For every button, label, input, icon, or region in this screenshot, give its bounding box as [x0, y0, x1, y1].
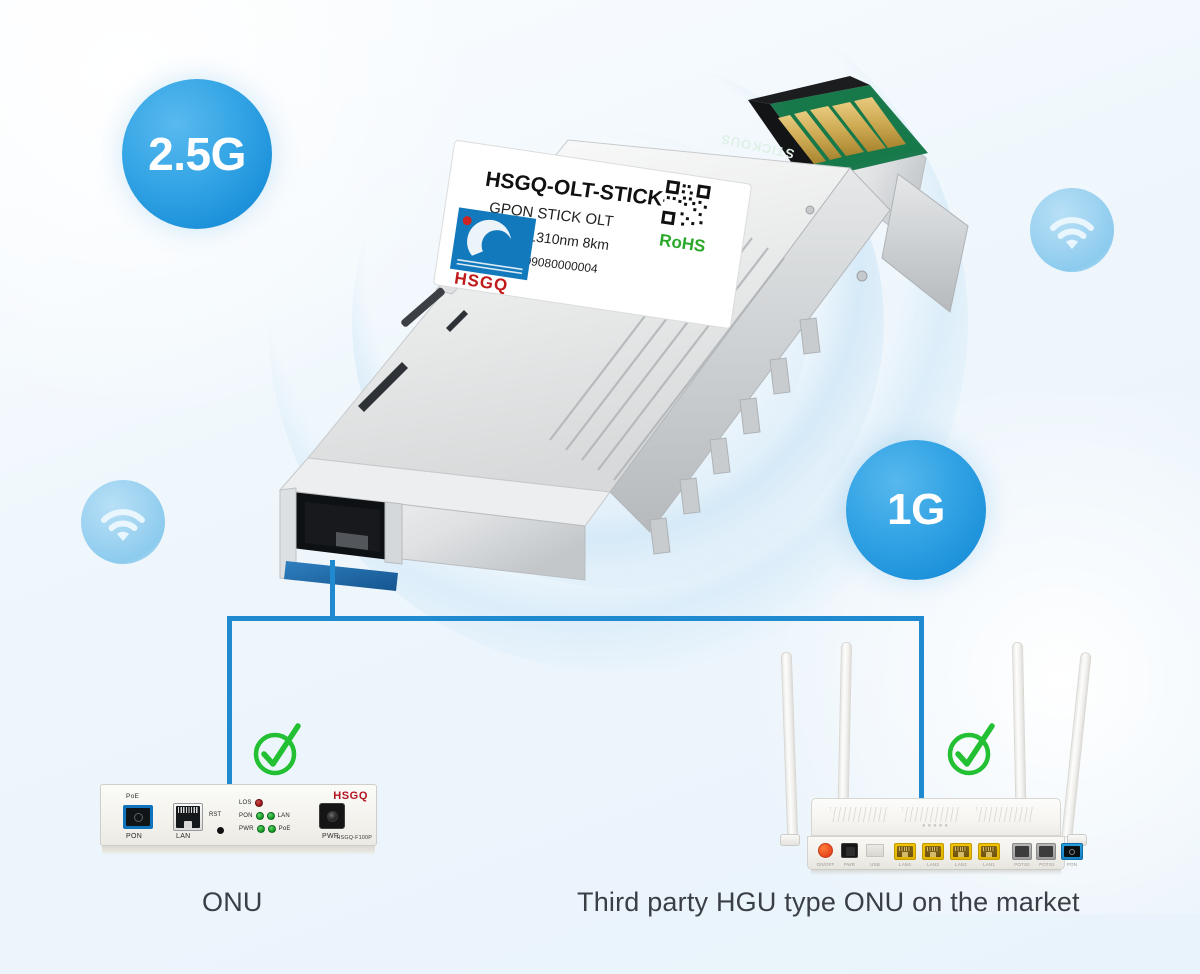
- rj11-icon: [1015, 846, 1029, 857]
- onu-poe-label: PoE: [126, 793, 140, 800]
- badge-speed-2-5g: 2.5G: [122, 79, 272, 229]
- router-label-usb: USB: [870, 862, 880, 867]
- wifi-icon: [101, 509, 145, 541]
- onu-reset-label: RST: [209, 812, 221, 818]
- badge-wifi-right: [1030, 188, 1114, 272]
- router-label-onoff: ON/OFF: [816, 862, 835, 867]
- gpon-stick-olt-module[interactable]: STICKOUS: [250, 40, 970, 600]
- onu-pwr-label: PWR: [322, 833, 340, 840]
- rj45-icon: [953, 846, 969, 857]
- module-side-teeth: [649, 317, 821, 555]
- router-rear-panel: ON/OFF PWR USB LAN4 LAN3 LAN2 LAN1: [807, 836, 1083, 870]
- router-port-usb[interactable]: [866, 844, 884, 857]
- sc-ferrule-icon: [1069, 848, 1075, 855]
- router-port-lan4[interactable]: [894, 843, 916, 860]
- onu-led-label-los: LOS: [239, 800, 252, 806]
- connector-line-bus: [227, 616, 924, 621]
- onu-lan-label: LAN: [176, 833, 191, 840]
- router-label-pwr: PWR: [843, 862, 856, 867]
- router-port-pon[interactable]: [1061, 843, 1083, 860]
- onu-device[interactable]: HSGQ PoE PON LAN RST LOS PON: [100, 784, 377, 857]
- badge-speed-1g: 1G: [846, 440, 986, 580]
- badge-speed-2-5g-label: 2.5G: [148, 128, 246, 180]
- onu-led-label-lan: LAN: [277, 813, 290, 819]
- onu-led-row-pon-lan: PON LAN: [239, 812, 290, 820]
- router-vent-right: [976, 807, 1034, 822]
- router-antenna-hinge-1: [780, 834, 800, 846]
- router-port-pots2[interactable]: [1012, 843, 1032, 860]
- router-label-pots1: POTS1: [1039, 862, 1055, 867]
- connector-line-from-module: [330, 560, 335, 620]
- router-logo-text: ●●●●●: [921, 823, 951, 829]
- rj45-icon: [925, 846, 941, 857]
- router-label-pots2: POTS2: [1014, 862, 1030, 867]
- onu-pon-label: PON: [126, 833, 143, 840]
- router-port-lan2[interactable]: [950, 843, 972, 860]
- router-label-lan3: LAN3: [927, 862, 939, 867]
- router-top-shell: ●●●●●: [811, 798, 1061, 836]
- dc-jack-icon: [326, 810, 338, 822]
- router-label-pon: PON: [1066, 862, 1078, 867]
- router-port-lan1[interactable]: [978, 843, 1000, 860]
- router-antenna-1: [780, 651, 799, 839]
- router-label-lan2: LAN2: [955, 862, 967, 867]
- onu-reset-button[interactable]: [217, 827, 224, 834]
- module-screw-2: [805, 205, 815, 215]
- router-vent-left: [830, 807, 888, 822]
- router-port-lan3[interactable]: [922, 843, 944, 860]
- rj45-icon: [897, 846, 913, 857]
- hgu-router-device[interactable]: ●●●●● ON/OFF PWR USB LAN4 LAN3 LAN2: [775, 618, 1095, 875]
- module-front-cage: [279, 487, 403, 581]
- sc-optical-icon: [1064, 846, 1080, 857]
- onu-port-pon-inner: [126, 808, 150, 826]
- router-vent-grilles: [828, 807, 1046, 822]
- onu-led-row-los: LOS: [239, 799, 263, 807]
- onu-led-los: [254, 799, 263, 807]
- connector-line-to-router: [919, 616, 924, 841]
- check-circle-icon: [947, 723, 995, 776]
- rj45-icon: [981, 846, 997, 857]
- router-label-lan4: LAN4: [899, 862, 911, 867]
- router-port-onoff[interactable]: [818, 843, 833, 858]
- onu-led-pon: [255, 812, 264, 820]
- wifi-icon: [1050, 217, 1094, 249]
- router-label-lan1: LAN1: [983, 862, 995, 867]
- onu-port-power[interactable]: [319, 803, 345, 829]
- onu-led-label-poe: PoE: [278, 826, 291, 832]
- router-base-shadow: [811, 869, 1061, 875]
- module-top-slots: [358, 310, 468, 412]
- router-vent-center: [902, 807, 960, 822]
- caption-hgu-router: Third party HGU type ONU on the market: [577, 887, 1080, 917]
- onu-chassis: HSGQ PoE PON LAN RST LOS PON: [100, 784, 377, 846]
- onu-port-pon[interactable]: [123, 805, 153, 829]
- caption-onu: ONU: [202, 887, 263, 917]
- onu-led-label-pwr: PWR: [239, 826, 254, 832]
- onu-led-panel: RST LOS PON LAN PWR PoE: [209, 799, 307, 839]
- onu-brand-label: HSGQ: [333, 790, 368, 802]
- module-label: HSGQ-OLT-STICK-G GPON STICK OLT 1490/131…: [433, 140, 752, 329]
- rj45-icon: [176, 806, 200, 828]
- module-screw-1: [856, 270, 868, 282]
- badge-wifi-left: [81, 480, 165, 564]
- module-blue-latch: [284, 561, 398, 591]
- onu-led-lan: [266, 812, 275, 820]
- router-antenna-4: [1061, 651, 1092, 839]
- sc-ferrule-icon: [133, 812, 143, 822]
- rj11-icon: [1039, 846, 1053, 857]
- connector-line-to-onu: [227, 616, 232, 789]
- badge-speed-1g-label: 1G: [887, 485, 945, 534]
- onu-led-pwr: [256, 825, 265, 833]
- onu-model-label: HSGQ-F100P: [336, 835, 372, 841]
- router-port-pots1[interactable]: [1036, 843, 1056, 860]
- check-circle-icon: [253, 723, 301, 776]
- onu-port-lan[interactable]: [173, 803, 203, 831]
- qr-code-icon: [660, 179, 711, 230]
- router-port-pwr[interactable]: [841, 843, 858, 858]
- module-pcb-contacts: STICKOUS: [719, 76, 928, 177]
- onu-base-shadow: [102, 846, 375, 855]
- onu-led-label-pon: PON: [239, 813, 253, 819]
- onu-led-poe: [267, 825, 276, 833]
- onu-led-row-pwr-poe: PWR PoE: [239, 825, 291, 833]
- hsgq-brand-logo: [449, 207, 537, 281]
